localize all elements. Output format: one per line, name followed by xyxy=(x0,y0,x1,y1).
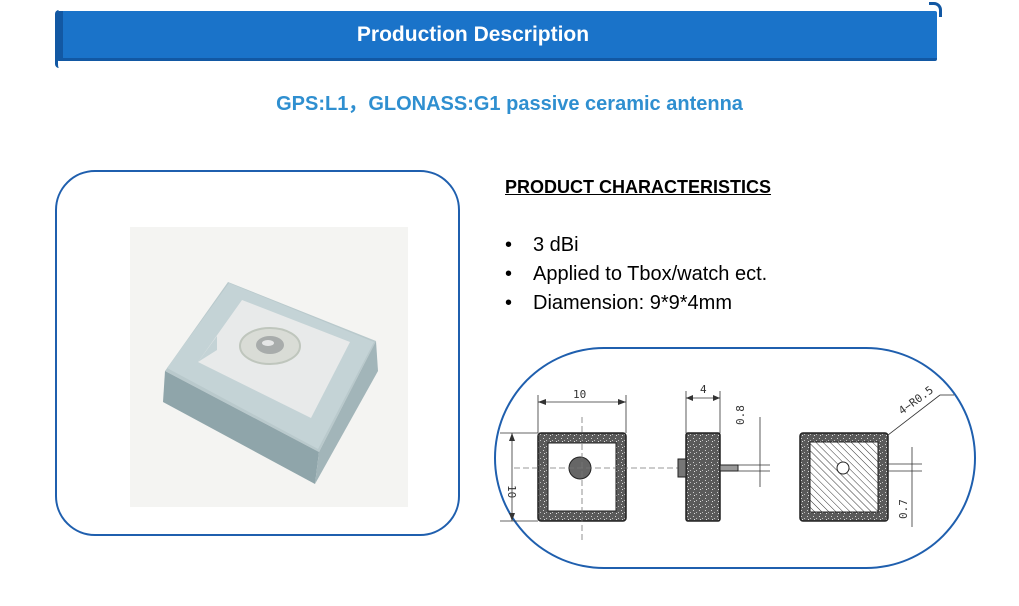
bullet: • xyxy=(505,263,513,285)
pin-label: 0.8 xyxy=(734,405,747,425)
offset-label: 0.7 xyxy=(897,499,910,519)
product-photo-frame xyxy=(55,170,460,536)
width-label: 10 xyxy=(573,388,586,401)
side-view: 4 0.8 xyxy=(677,383,770,522)
characteristic-gain: 3 dBi xyxy=(533,234,579,256)
page-title: Production Description xyxy=(356,23,590,46)
header-banner: Production Description xyxy=(57,11,937,61)
dimension-drawing: 10 10 4 0.8 4−R0.5 0.7 xyxy=(500,383,954,542)
list-item: • Diamension: 9*9*4mm xyxy=(505,290,767,319)
banner-scroll-right xyxy=(929,2,942,17)
thickness-label: 4 xyxy=(700,383,707,396)
banner-scroll-left xyxy=(55,10,66,68)
top-view: 10 10 xyxy=(500,388,694,542)
bullet: • xyxy=(505,292,513,314)
bottom-view: 4−R0.5 0.7 xyxy=(799,384,954,527)
list-item: • 3 dBi xyxy=(505,232,767,261)
product-subtitle: GPS:L1，GLONASS:G1 passive ceramic antenn… xyxy=(276,93,743,115)
characteristic-application: Applied to Tbox/watch ect. xyxy=(533,263,768,285)
list-item: • Applied to Tbox/watch ect. xyxy=(505,261,767,290)
characteristics-list: • 3 dBi • Applied to Tbox/watch ect. • Diam… xyxy=(505,232,767,319)
radius-label: 4−R0.5 xyxy=(896,384,936,418)
bullet: • xyxy=(505,234,513,256)
characteristics-title: PRODUCT CHARACTERISTICS xyxy=(505,177,772,197)
height-label: 10 xyxy=(505,485,518,498)
characteristic-dimension: Diamension: 9*9*4mm xyxy=(533,292,732,314)
antenna-photo xyxy=(163,282,378,484)
